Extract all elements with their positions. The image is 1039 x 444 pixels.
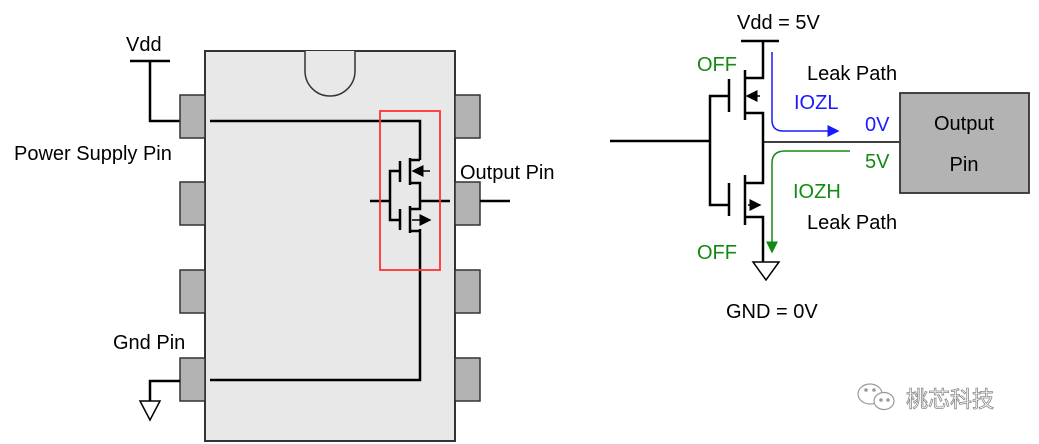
output-pin-box-label-2: Pin bbox=[950, 154, 979, 176]
leak-path-bottom-label: Leak Path bbox=[807, 212, 897, 234]
ground-icon bbox=[751, 261, 781, 282]
iozl-label: IOZL bbox=[794, 92, 838, 114]
chip-pin-right-1 bbox=[454, 94, 481, 139]
watermark: 桃芯科技 bbox=[857, 383, 994, 413]
iozl-leak-arrow bbox=[771, 52, 840, 137]
leakage-diagram: Vdd = 5V GND = 0V OFF OF bbox=[610, 12, 1030, 323]
nmos-transistor bbox=[727, 142, 765, 262]
vdd-internal-wire bbox=[210, 119, 422, 160]
vdd-5v-label: Vdd = 5V bbox=[737, 12, 821, 34]
pmos-off-label: OFF bbox=[697, 54, 737, 76]
chip-pin-right-3 bbox=[454, 269, 481, 314]
ground-icon bbox=[138, 379, 180, 422]
wechat-icon bbox=[857, 383, 895, 411]
pmos-transistor bbox=[727, 41, 765, 142]
zero-volt-label: 0V bbox=[865, 114, 890, 136]
output-pin-box bbox=[899, 92, 1030, 194]
highlight-box bbox=[379, 110, 441, 271]
watermark-text: 桃芯科技 bbox=[906, 388, 994, 413]
vdd-label: Vdd bbox=[126, 34, 162, 56]
iozh-leak-arrow bbox=[766, 150, 850, 254]
gate-wire bbox=[708, 94, 729, 207]
five-volt-label: 5V bbox=[865, 151, 890, 173]
chip-notch bbox=[304, 51, 356, 97]
chip-pin-right-4 bbox=[454, 357, 481, 402]
output-pin-label: Output Pin bbox=[460, 162, 555, 184]
chip-diagram: Vdd bbox=[14, 34, 555, 442]
gnd-pin-label: Gnd Pin bbox=[113, 332, 185, 354]
nmos-off-label: OFF bbox=[697, 242, 737, 264]
gnd-pin bbox=[179, 357, 206, 402]
iozh-label: IOZH bbox=[793, 181, 841, 203]
output-pin-box-label-1: Output bbox=[934, 113, 994, 135]
gnd-internal-wire bbox=[210, 229, 422, 382]
chip-body bbox=[204, 50, 456, 442]
power-supply-pin bbox=[179, 94, 206, 139]
chip-pin-left-2 bbox=[179, 181, 206, 226]
chip-pin-left-3 bbox=[179, 269, 206, 314]
power-supply-pin-label: Power Supply Pin bbox=[14, 143, 172, 165]
leak-path-top-label: Leak Path bbox=[807, 63, 897, 85]
output-pin bbox=[454, 181, 481, 226]
vdd-symbol bbox=[130, 59, 180, 123]
gnd-0v-label: GND = 0V bbox=[726, 301, 818, 323]
